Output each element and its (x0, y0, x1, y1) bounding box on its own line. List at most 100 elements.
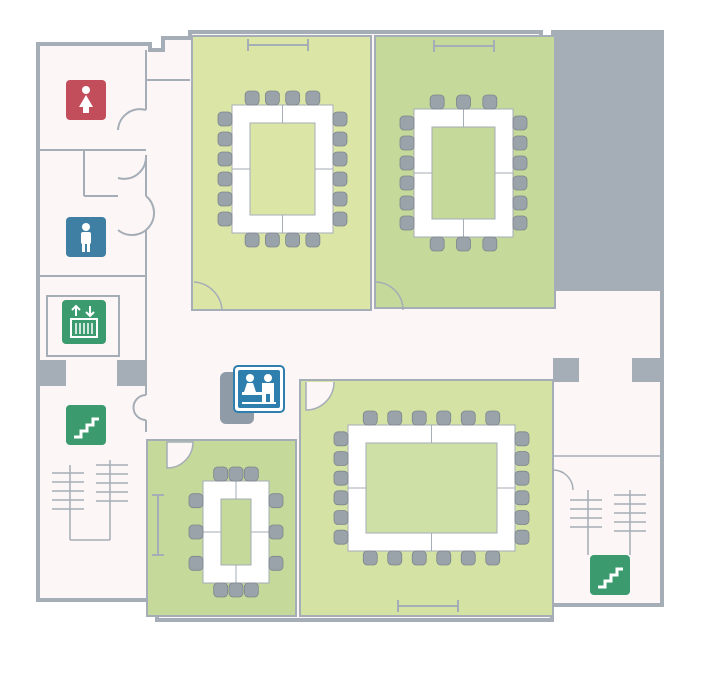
column-block (117, 360, 145, 386)
chair (333, 470, 349, 486)
chair (514, 470, 530, 486)
chair (411, 410, 427, 426)
chair (399, 155, 415, 171)
chair (512, 135, 528, 151)
chair (399, 115, 415, 131)
chair (213, 466, 229, 482)
chair (333, 529, 349, 545)
chair (244, 232, 260, 248)
chair (332, 111, 348, 127)
restroom-partitions (38, 50, 190, 432)
table-center (249, 122, 316, 216)
chair (188, 524, 204, 540)
column-block (632, 358, 662, 382)
chair (387, 550, 403, 566)
elevator-icon (62, 300, 106, 344)
door-swing (193, 281, 223, 311)
chair (482, 236, 498, 252)
chair (188, 493, 204, 509)
chair (333, 431, 349, 447)
chair (512, 215, 528, 231)
whiteboard (247, 39, 309, 51)
stairs-icon (590, 555, 630, 595)
service-shaft (555, 32, 662, 290)
whiteboard (397, 600, 459, 612)
chair (512, 115, 528, 131)
chair (228, 466, 244, 482)
chair (217, 211, 233, 227)
chair (399, 175, 415, 191)
chair (512, 175, 528, 191)
table-center (431, 126, 496, 220)
door-swing (166, 441, 194, 469)
chair (429, 94, 445, 110)
chair (213, 582, 229, 598)
chair (387, 410, 403, 426)
womens-restroom-icon (66, 80, 106, 120)
chair (399, 195, 415, 211)
chair (362, 410, 378, 426)
chair (332, 211, 348, 227)
chair (332, 171, 348, 187)
mens-restroom-icon (66, 217, 106, 257)
chair (456, 94, 471, 110)
stairwell-right (552, 289, 662, 555)
chair (217, 131, 233, 147)
chair (456, 236, 471, 252)
chair (514, 529, 530, 545)
chair (285, 90, 301, 106)
chair (268, 493, 284, 509)
table-center (365, 442, 498, 534)
chair (485, 550, 501, 566)
chair (264, 232, 280, 248)
stairs-icon (66, 405, 106, 445)
chair (332, 191, 348, 207)
table-center (220, 498, 252, 566)
chair (244, 90, 260, 106)
chair (436, 410, 452, 426)
door-swing (374, 281, 404, 311)
column-block (553, 358, 579, 382)
chair (514, 431, 530, 447)
chair (217, 171, 233, 187)
chair (217, 191, 233, 207)
chair (411, 550, 427, 566)
chair (485, 410, 501, 426)
chair (305, 90, 321, 106)
column-block (38, 360, 66, 386)
chair (332, 151, 348, 167)
chair (268, 524, 284, 540)
chair (460, 550, 476, 566)
chair (268, 555, 284, 571)
chair (228, 582, 244, 598)
chair (333, 510, 349, 525)
chair (217, 111, 233, 127)
chair (188, 555, 204, 571)
chair (429, 236, 445, 252)
chair (514, 510, 530, 525)
door-swing (305, 381, 335, 411)
chair (460, 410, 476, 426)
chair (514, 451, 530, 466)
chair (305, 232, 321, 248)
chair (333, 451, 349, 466)
stairwell-left (52, 460, 128, 541)
chair (333, 490, 349, 506)
chair (399, 135, 415, 151)
chair (332, 131, 348, 147)
chair (362, 550, 378, 566)
chair (217, 151, 233, 167)
whiteboard (152, 494, 164, 556)
chair (399, 215, 415, 231)
chair (285, 232, 301, 248)
chair (512, 155, 528, 171)
reception-icon (233, 365, 285, 413)
chair (436, 550, 452, 566)
whiteboard (433, 40, 495, 52)
chair (264, 90, 280, 106)
chair (482, 94, 498, 110)
chair (243, 466, 259, 482)
chair (512, 195, 528, 211)
chair (514, 490, 530, 506)
